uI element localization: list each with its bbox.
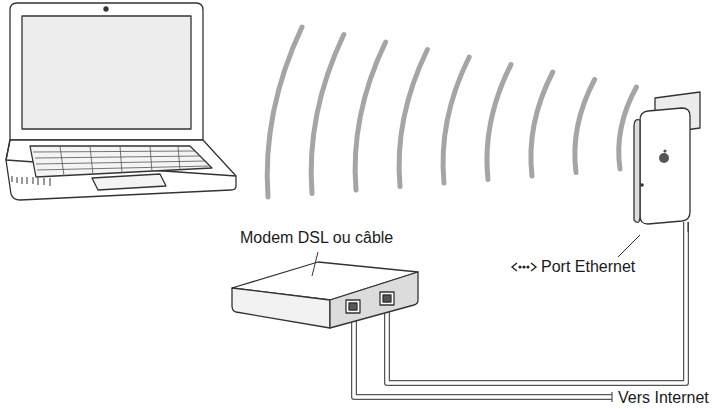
wireless-waves [267,27,636,197]
wave-arc [575,80,595,173]
wave-arc [311,35,344,194]
wave-arc [531,72,553,176]
wave-arc [267,27,302,197]
wave-arc [443,57,469,183]
wave-arc [355,42,385,190]
base-station-illustration [618,92,700,257]
ethernet-cables [354,222,686,397]
part-label: Port Ethernet [539,257,637,276]
ethernet-symbol [512,263,536,271]
cable-end [611,392,612,402]
part-label: Vers Internet [616,388,711,407]
wave-arc [399,50,427,187]
wave-arc [487,65,511,180]
modem-illustration [232,252,418,328]
part-label: Modem DSL ou câble [238,228,395,247]
laptop-illustration [6,3,236,200]
